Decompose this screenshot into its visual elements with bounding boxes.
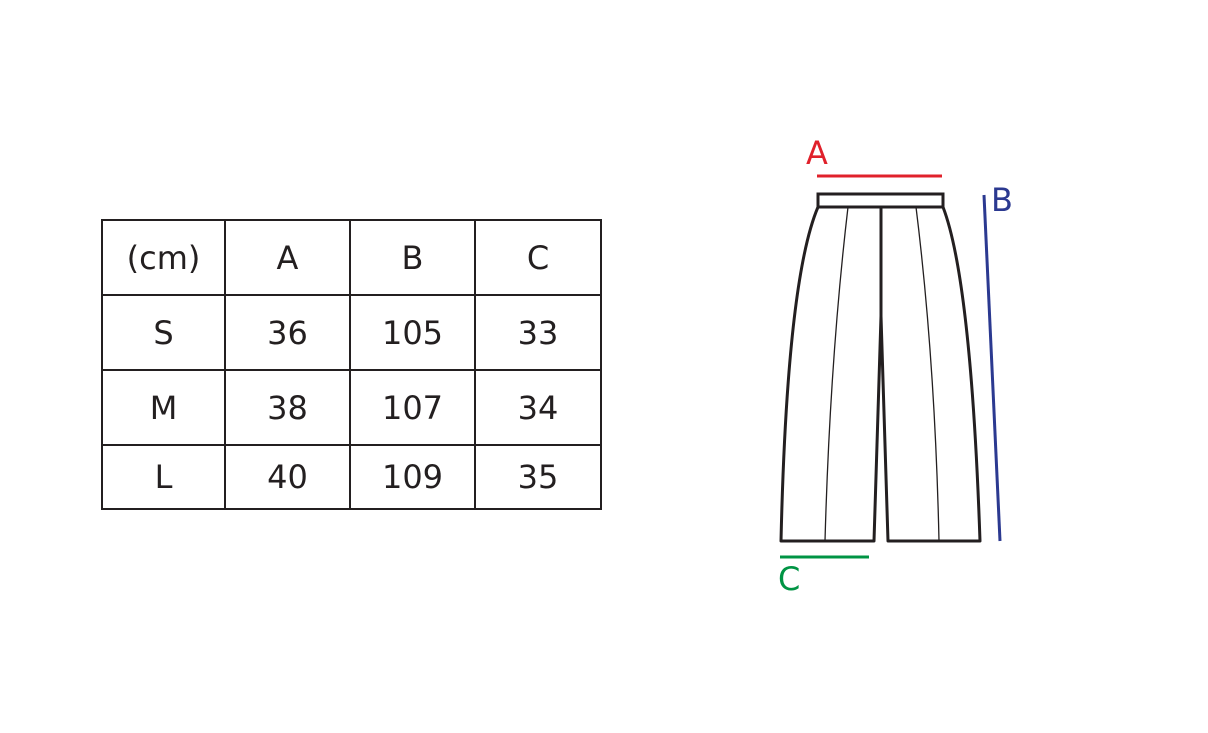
measurement-a-cell: 38 <box>224 369 351 446</box>
pants-measurement-diagram: A B C <box>778 134 1013 598</box>
dimension-c-label: C <box>778 560 800 598</box>
right-pleat-line <box>915 206 940 542</box>
measurement-a-cell: 40 <box>224 444 351 510</box>
column-header-a: A <box>224 219 351 296</box>
left-leg-outline <box>779 206 883 543</box>
measurement-a-cell: 36 <box>224 294 351 371</box>
column-header-c: C <box>474 219 602 296</box>
table-row: S 36 105 33 <box>101 294 602 371</box>
measurement-c-cell: 33 <box>474 294 602 371</box>
size-label-cell: S <box>101 294 226 371</box>
right-leg-outline <box>879 206 982 543</box>
size-label-cell: M <box>101 369 226 446</box>
left-pleat-line <box>824 206 849 542</box>
dimension-a-label: A <box>806 134 828 172</box>
table-header-row: (cm) A B C <box>101 219 602 296</box>
waistband-outline <box>816 192 945 209</box>
unit-header-cell: (cm) <box>101 219 226 296</box>
table-row: M 38 107 34 <box>101 369 602 446</box>
column-header-b: B <box>349 219 476 296</box>
dimension-b-label: B <box>991 181 1013 219</box>
measurement-b-cell: 109 <box>349 444 476 510</box>
measurement-c-cell: 35 <box>474 444 602 510</box>
dimension-b-line <box>982 194 1002 542</box>
size-chart-table: (cm) A B C S 36 105 33 M 38 107 34 L 40 … <box>101 219 602 510</box>
table-row: L 40 109 35 <box>101 444 602 510</box>
size-label-cell: L <box>101 444 226 510</box>
measurement-c-cell: 34 <box>474 369 602 446</box>
measurement-b-cell: 107 <box>349 369 476 446</box>
measurement-b-cell: 105 <box>349 294 476 371</box>
